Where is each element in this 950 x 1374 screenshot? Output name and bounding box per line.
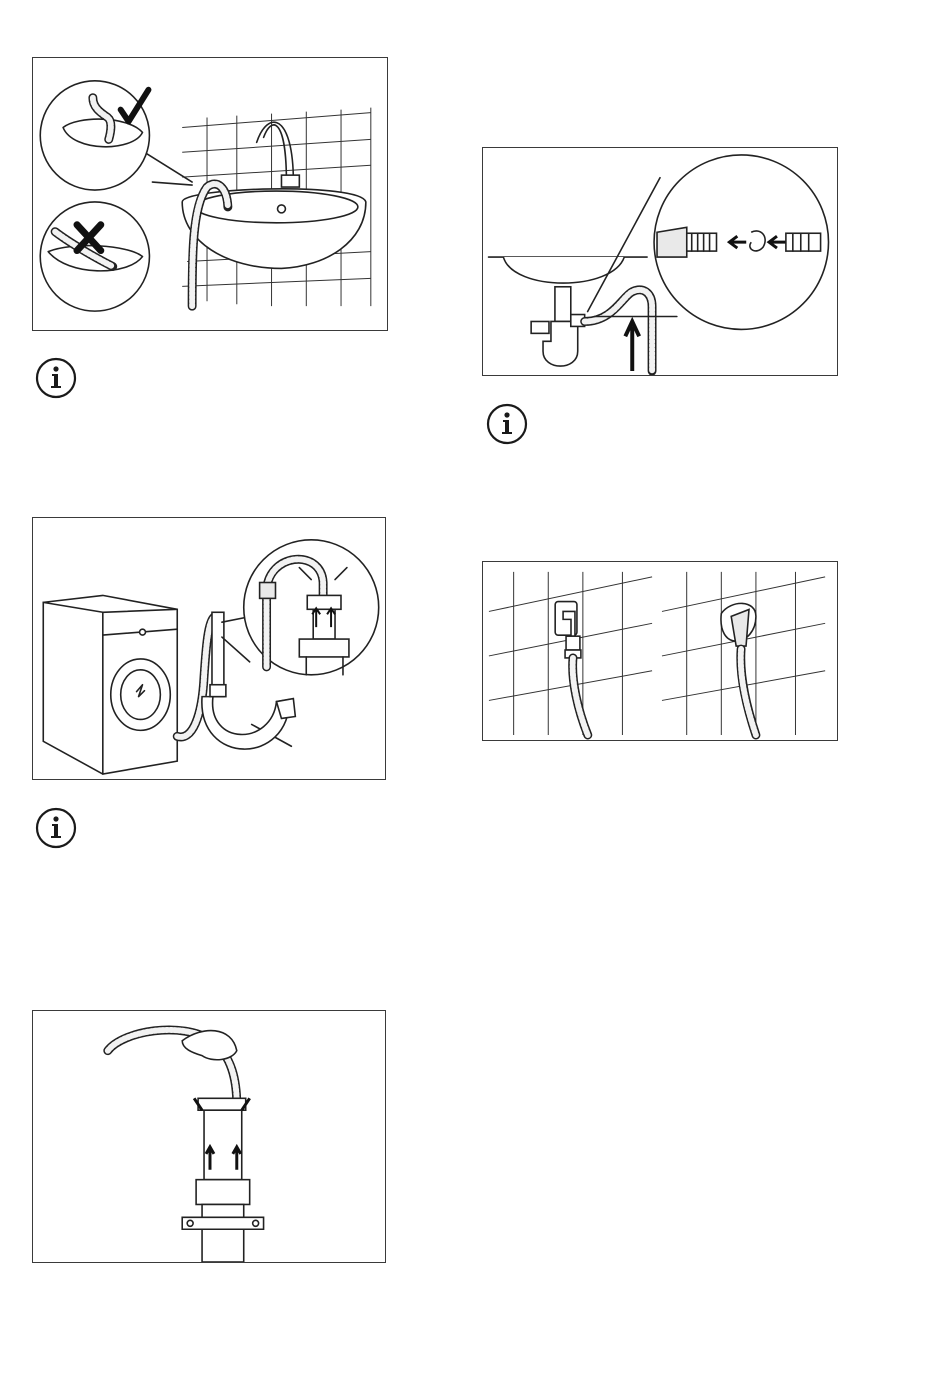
wall-outlet-illustration [483,562,837,740]
info-icon [35,807,77,849]
figure-wall-outlet [482,561,838,741]
figure-machine-standpipe [32,517,386,780]
figure-siphon-connection [482,147,838,376]
info-icon [486,403,528,445]
washbasin-illustration [33,58,387,330]
hand-insert-illustration [33,1011,385,1262]
machine-standpipe-illustration [33,518,385,779]
direction-arrow-icon [625,321,639,371]
info-icon [35,357,77,399]
figure-hand-insert [32,1010,386,1263]
siphon-illustration [483,148,837,375]
figure-washbasin-hose [32,57,388,331]
